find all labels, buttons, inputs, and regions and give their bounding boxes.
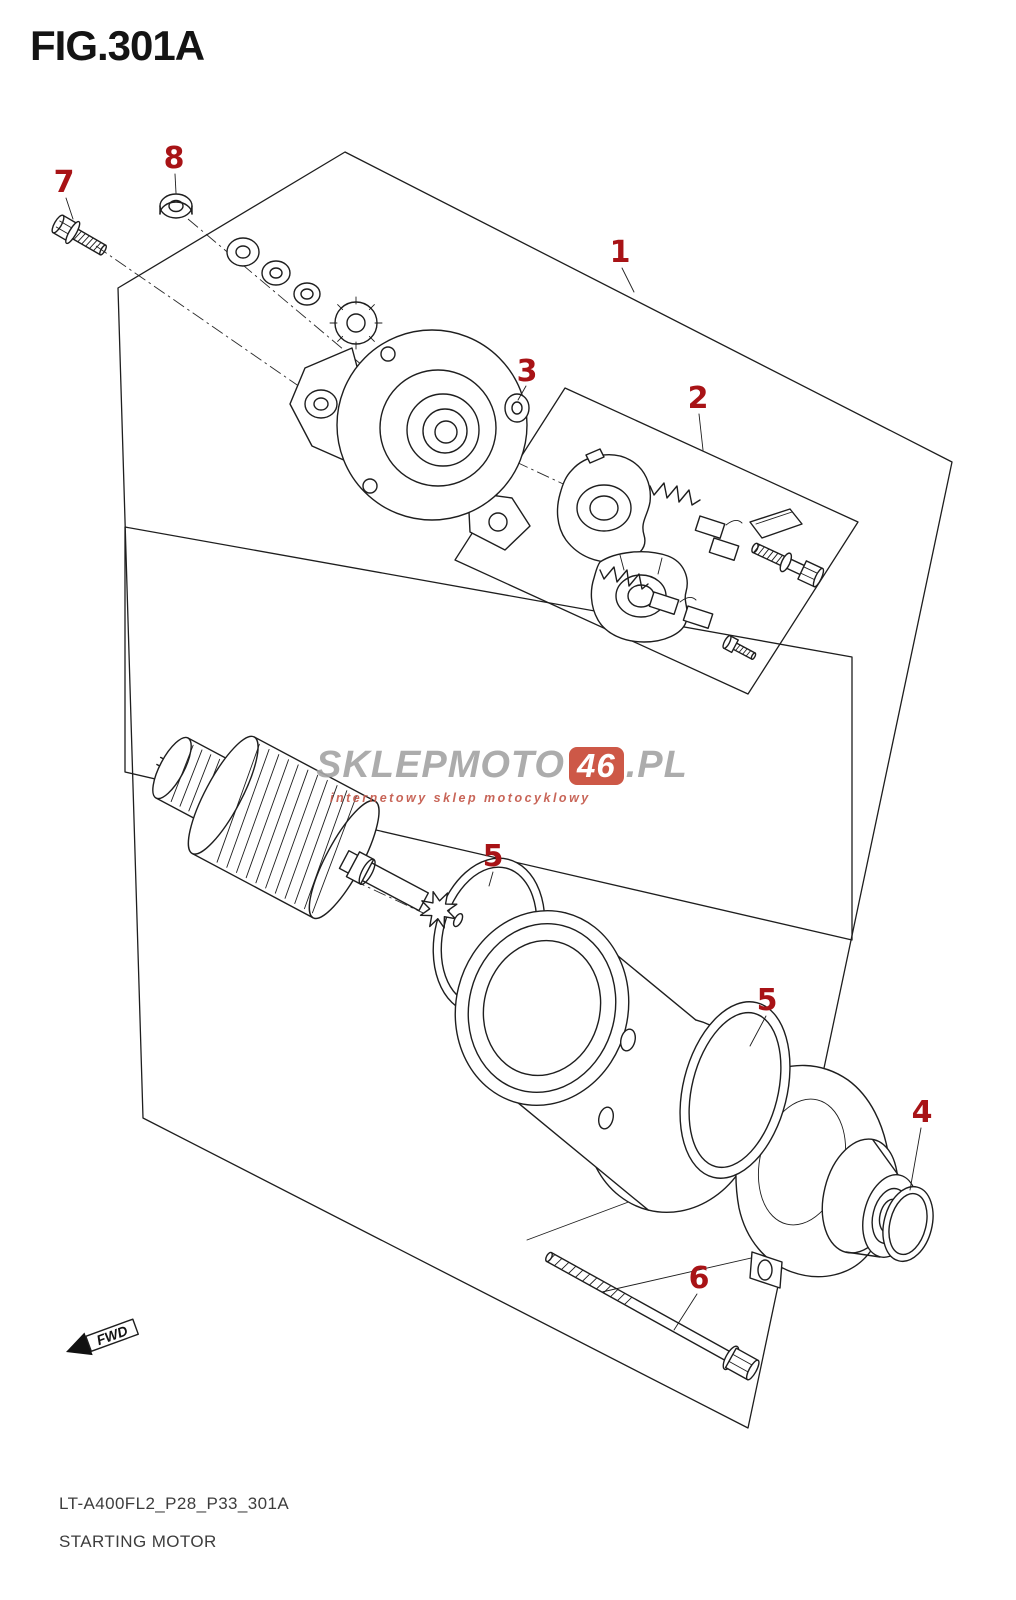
fwd-arrow: FWD — [66, 1318, 139, 1356]
armature — [152, 735, 464, 929]
figure-caption: STARTING MOTOR — [59, 1532, 217, 1551]
callout-8: 8 — [164, 141, 185, 176]
outer-frame — [117, 151, 953, 1429]
leader-lines — [65, 173, 922, 1331]
flange-nut-8 — [159, 193, 193, 219]
callout-3: 3 — [517, 354, 538, 389]
callout-2: 2 — [688, 381, 709, 416]
callout-1: 1 — [610, 235, 631, 270]
pinion-washer — [329, 296, 383, 350]
callout-5-rear: 5 — [757, 983, 778, 1018]
flange-bolt-7 — [51, 214, 107, 256]
terminal-bolt — [751, 542, 825, 588]
plain-washer-3 — [504, 393, 530, 423]
callout-5-front: 5 — [483, 839, 504, 874]
washer-stack — [226, 237, 321, 306]
document-code: LT-A400FL2_P28_P33_301A — [59, 1494, 290, 1513]
through-bolt-6 — [545, 1251, 760, 1381]
fwd-arrowhead-icon — [66, 1332, 93, 1356]
brush-screw — [722, 635, 757, 660]
front-bracket — [289, 329, 531, 551]
o-ring-5-rear — [679, 1001, 791, 1179]
callout-7: 7 — [54, 165, 75, 200]
yoke — [454, 909, 760, 1214]
callout-6: 6 — [689, 1261, 710, 1296]
o-ring-4 — [882, 1185, 934, 1263]
figure-title: FIG.301A — [30, 22, 205, 69]
callout-4: 4 — [912, 1095, 933, 1130]
brush-holder-assembly — [556, 448, 825, 660]
